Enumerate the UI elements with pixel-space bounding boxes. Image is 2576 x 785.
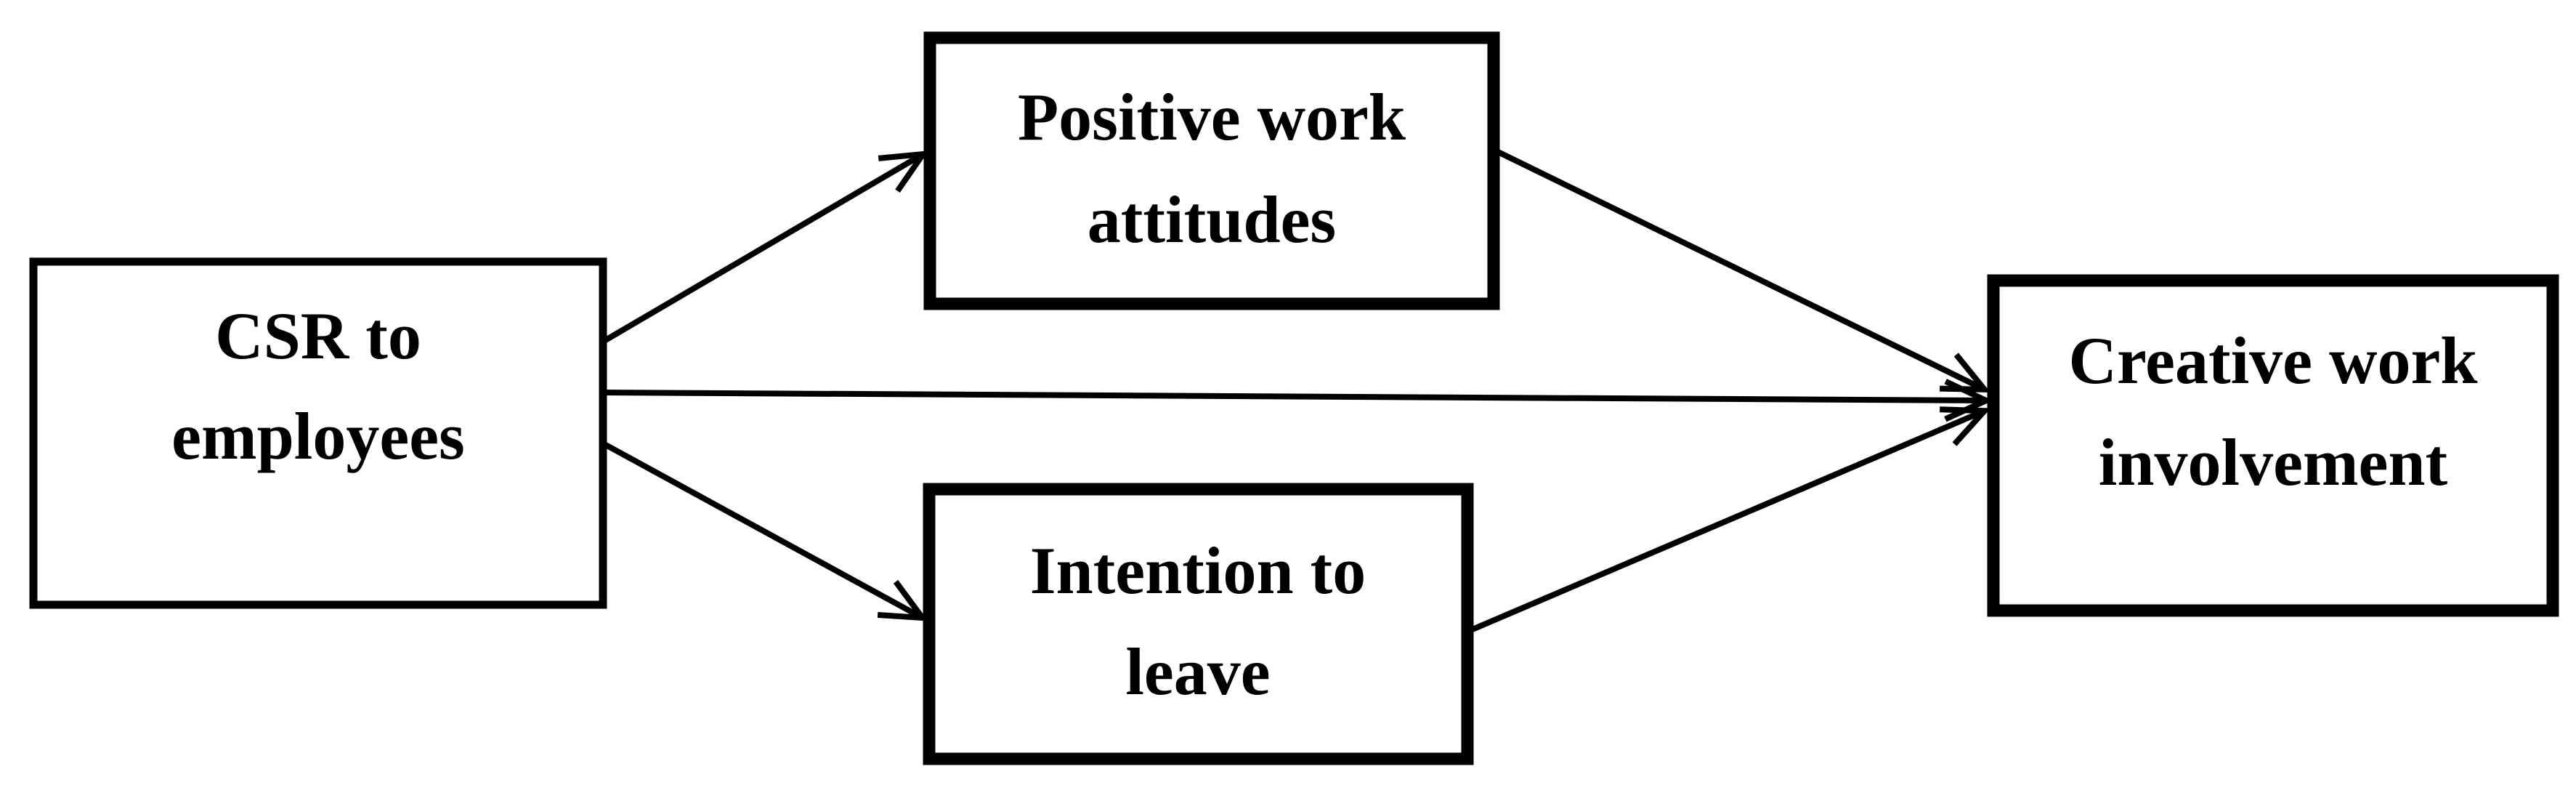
- node-csr-to-employees: CSR to employees: [29, 257, 607, 609]
- edge-csr-to-cwi: [602, 379, 1993, 422]
- node-cwi-label-line1: Creative work: [2069, 323, 2479, 398]
- edge-pwa-to-cwi: [1494, 148, 1991, 393]
- node-positive-work-attitudes: Positive work attitudes: [923, 31, 1500, 310]
- node-itl-box: [923, 483, 1474, 765]
- node-itl-label-line2: leave: [1125, 635, 1270, 709]
- node-csr-label-line1: CSR to: [215, 299, 421, 373]
- node-pwa-label-line2: attitudes: [1087, 182, 1336, 257]
- node-pwa-box: [923, 31, 1500, 310]
- edge-csr-to-itl: [602, 440, 929, 621]
- node-creative-work-involvement: Creative work involvement: [1987, 274, 2559, 617]
- node-pwa-label-line1: Positive work: [1018, 80, 1406, 154]
- edge-itl-to-cwi: [1467, 406, 1991, 634]
- node-cwi-label-line2: involvement: [2099, 425, 2448, 499]
- node-intention-to-leave: Intention to leave: [923, 483, 1474, 765]
- node-csr-box: [29, 257, 607, 609]
- node-itl-label-line1: Intention to: [1030, 534, 1366, 608]
- node-csr-label-line2: employees: [171, 399, 465, 473]
- edges: [601, 148, 1993, 634]
- edge-csr-to-pwa: [601, 150, 929, 345]
- node-cwi-box: [1987, 274, 2559, 617]
